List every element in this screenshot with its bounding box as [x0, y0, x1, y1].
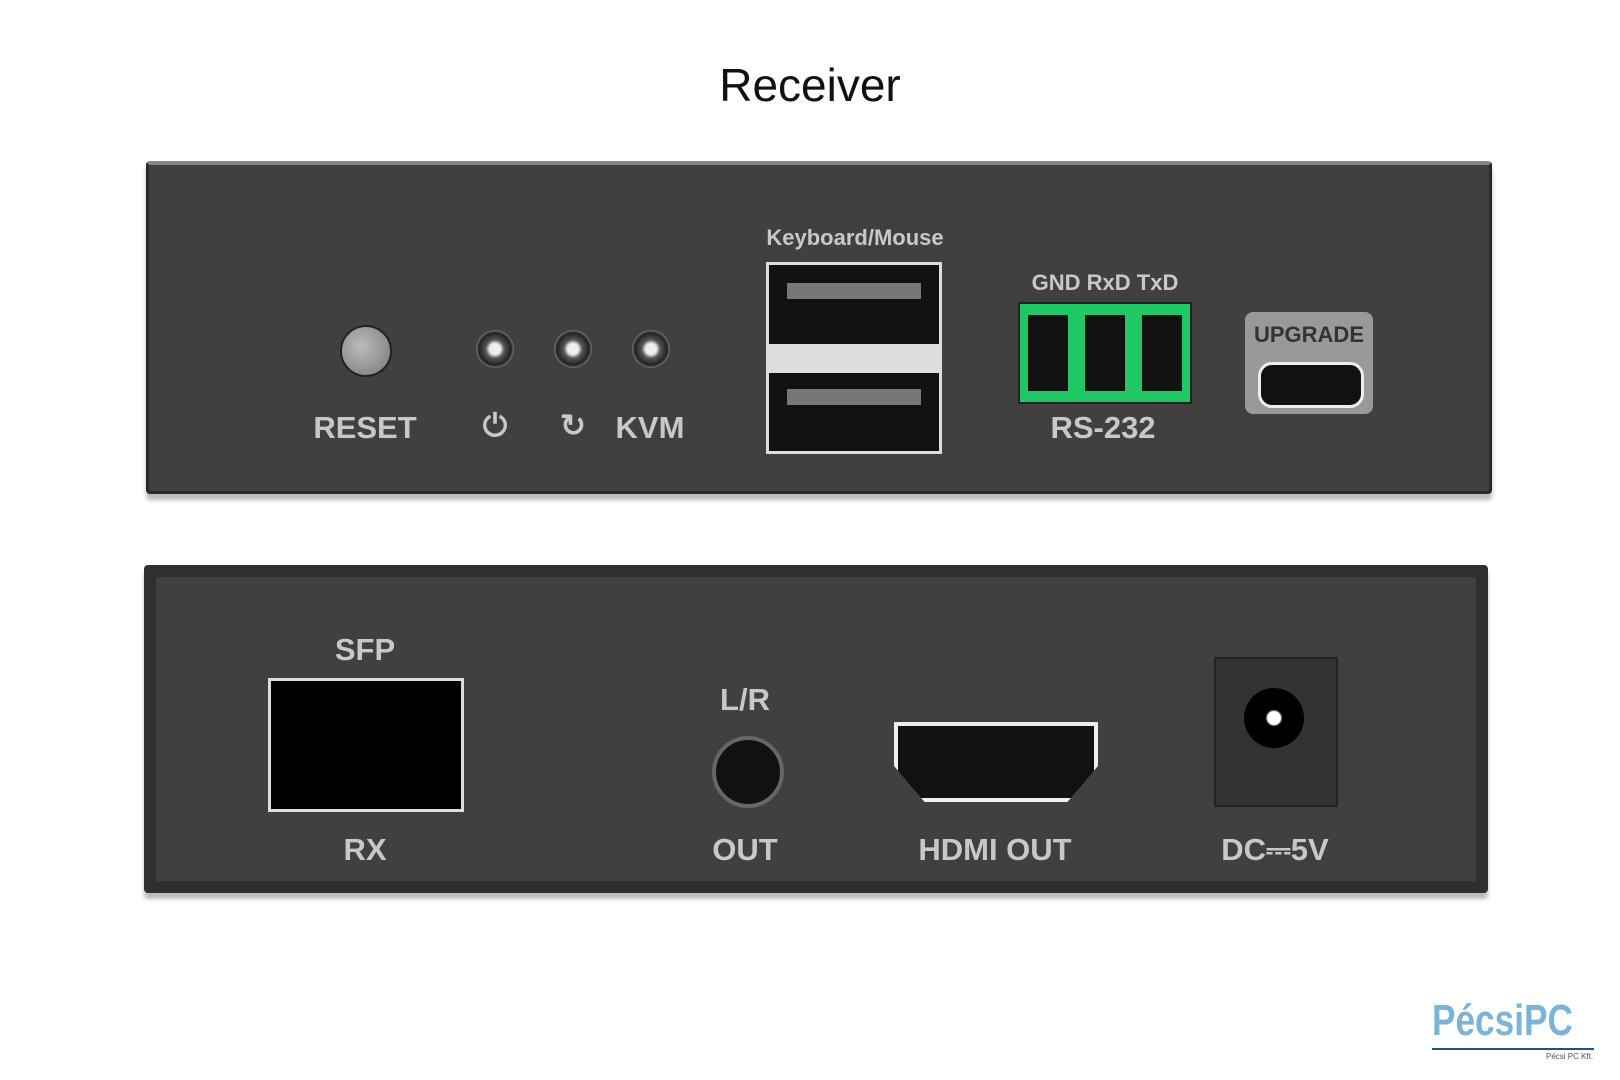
dc-power-jack[interactable] [1244, 688, 1304, 748]
rx-label: RX [343, 832, 387, 867]
reset-label: RESET [313, 410, 417, 445]
usb-divider [766, 344, 942, 370]
kvm-led [632, 330, 670, 368]
audio-out-jack[interactable] [712, 736, 784, 808]
dc-label: DC⎓5V [1221, 832, 1329, 867]
refresh-icon: ↻ [560, 408, 586, 443]
hdmi-out-label: HDMI OUT [918, 832, 1072, 867]
micro-usb-port[interactable] [1258, 362, 1364, 408]
rs232-terminal[interactable] [1018, 302, 1192, 404]
link-led [554, 330, 592, 368]
logo-underline [1432, 1048, 1594, 1050]
reset-button[interactable] [340, 325, 392, 377]
power-led [476, 330, 514, 368]
dc-jack-housing [1214, 657, 1338, 807]
page-title: Receiver [719, 59, 901, 111]
logo-brand: PécsiPC [1432, 996, 1573, 1045]
sfp-label: SFP [334, 632, 396, 667]
upgrade-label: UPGRADE [1253, 322, 1364, 347]
power-icon: ⏻ [482, 408, 508, 443]
logo-subtitle: Pécsi PC Kft. [1546, 1052, 1594, 1061]
hdmi-out-port[interactable] [894, 722, 1098, 802]
usb-label: Keyboard/Mouse [766, 225, 944, 250]
sfp-port[interactable] [268, 678, 464, 812]
lr-label: L/R [720, 682, 770, 717]
rs232-label: RS-232 [1050, 410, 1156, 445]
usb-port-2[interactable] [766, 370, 942, 454]
usb-port-1[interactable] [766, 262, 942, 350]
rs232-pins-label: GND RxD TxD [1031, 270, 1179, 295]
audio-out-label: OUT [712, 832, 778, 867]
kvm-label: KVM [615, 410, 685, 445]
